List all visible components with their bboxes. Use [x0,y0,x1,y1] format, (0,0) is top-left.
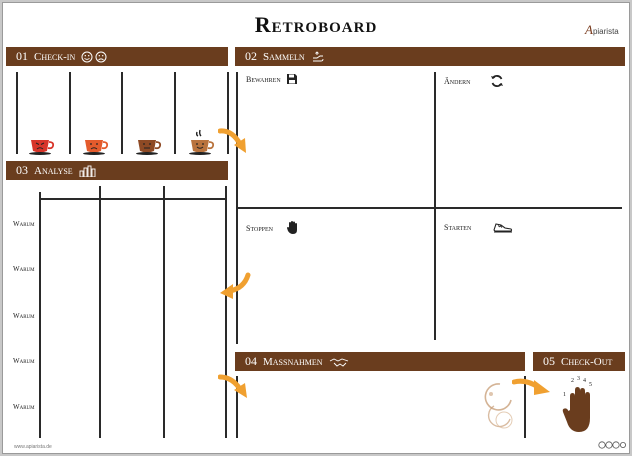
finger-number: 1 [563,392,566,398]
creative-commons-icon [598,441,626,449]
analyse-row-label: Warum [13,357,35,365]
neutral-cup-icon [136,140,162,155]
checkout-header: 05 Check-Out [533,352,625,371]
flow-arrow-icon [220,272,251,299]
raised-hand-icon: 1 2 3 4 5 [562,376,592,432]
checkin-divider [69,72,71,154]
happy-cup-icon [189,129,215,155]
analyse-row-label: Warum [13,265,35,273]
checkin-divider [174,72,176,154]
checkin-divider [121,72,123,154]
analyse-header: 03 Analyse [6,161,228,180]
coffee-stain-icon [484,383,513,429]
sammeln-middle-line [238,207,622,209]
analyse-top-line [40,198,226,200]
analyse-divider [163,186,165,438]
apiarista-logo: Apiarista [585,22,619,37]
finger-number: 2 [571,378,574,384]
quadrant-aendern: Ändern [444,74,504,88]
footer-website: www.apiarista.de [14,444,52,450]
bar-chart-icon [79,165,96,177]
analyse-row-label: Warum [13,220,35,228]
running-shoe-icon [493,223,513,233]
massnahmen-left-line [236,376,238,438]
analyse-row-label: Warum [13,312,35,320]
sammeln-left-line [236,72,238,344]
analyse-divider [39,192,41,438]
checkin-header: 01 Check-in [6,47,228,66]
collect-hand-icon [312,50,324,61]
quadrant-stoppen: Stoppen [246,221,298,235]
finger-number: 3 [577,376,580,382]
quadrant-bewahren: Bewahren [246,74,297,84]
massnahmen-right-line [524,376,526,438]
refresh-icon [491,75,504,87]
quadrant-starten: Starten [444,221,513,233]
checkin-divider [227,72,229,154]
finger-number: 5 [589,382,592,388]
analyse-divider [99,186,101,438]
sad-cup-icon [83,140,109,155]
page-title: Retroboard [254,12,378,37]
analyse-divider [225,186,227,438]
massnahmen-header: 04 Maßnahmen [235,352,525,371]
checkin-divider [16,72,18,154]
flow-arrow-icon [512,378,550,395]
finger-number: 4 [583,378,586,384]
flow-arrow-icon [218,374,247,398]
sammeln-header: 02 Sammeln [235,47,625,66]
flow-arrow-icon [218,128,246,153]
floppy-disk-icon [286,74,297,84]
analyse-row-label: Warum [13,403,35,411]
sammeln-center-line [434,72,436,340]
smiley-faces-icon [81,51,107,62]
stop-hand-icon [287,221,298,234]
angry-cup-icon [29,140,55,155]
handshake-icon [329,357,348,367]
